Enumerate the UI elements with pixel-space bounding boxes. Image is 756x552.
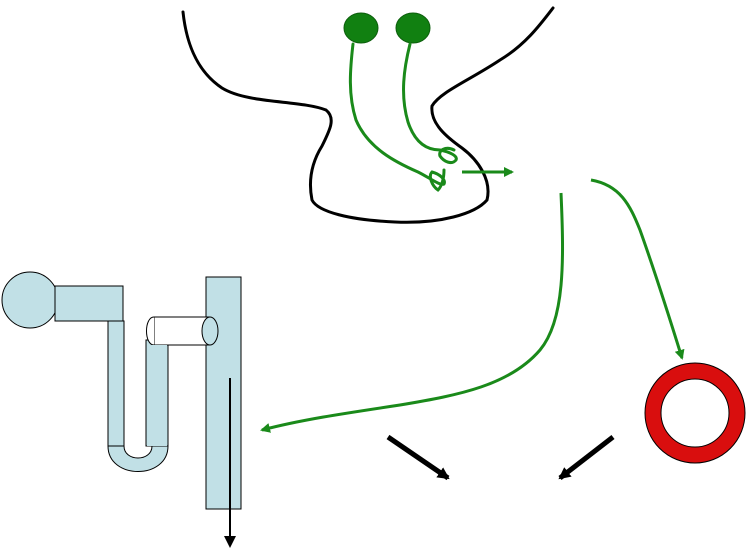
pathway-arrow-right bbox=[590, 178, 685, 360]
converge-arrow-left bbox=[386, 434, 450, 481]
neuron-cell-body-icon bbox=[395, 12, 431, 44]
organ-outline bbox=[181, 6, 555, 224]
axon-right bbox=[402, 42, 458, 165]
axon-left bbox=[348, 42, 446, 192]
red-ring-outline-outer bbox=[644, 362, 746, 464]
converge-arrow-right bbox=[558, 435, 615, 480]
pipe-siphon-icon bbox=[1, 271, 242, 510]
pathway-arrow-left bbox=[260, 192, 565, 433]
red-ring-outline-inner bbox=[660, 378, 730, 448]
neuron-cell-body-icon bbox=[343, 12, 379, 44]
red-ring-icon bbox=[645, 363, 745, 463]
